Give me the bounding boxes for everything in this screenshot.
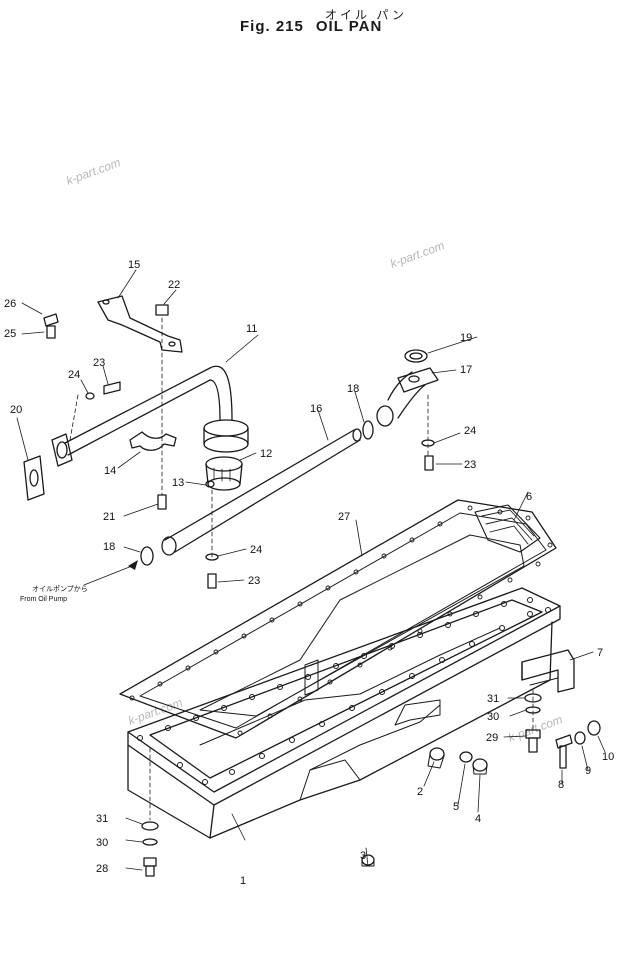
assembly-lines [69, 317, 534, 821]
flow-arrow [128, 560, 138, 570]
part-label: 26 [4, 298, 16, 310]
part-label: 21 [103, 511, 115, 523]
part-label: 2 [417, 786, 423, 798]
part-label: 7 [597, 647, 603, 659]
part-label: 30 [96, 837, 108, 849]
part-label: 19 [460, 332, 472, 344]
small-hardware [43, 304, 435, 589]
figure-number: Fig. 215 [240, 18, 304, 35]
part-label: 17 [460, 364, 472, 376]
part-label: 14 [104, 465, 116, 477]
part-labels: 1 2 3 4 5 6 7 8 9 10 11 12 13 14 15 16 1… [4, 259, 614, 887]
part-label: 11 [246, 323, 257, 335]
figure-title: Fig. 215 OIL PAN [240, 18, 382, 35]
part-label: 9 [585, 765, 591, 777]
figure-title-japanese: オイル パン [325, 8, 407, 22]
figure-name: OIL PAN [315, 18, 383, 35]
o-rings [140, 349, 428, 566]
note-english: From Oil Pump [20, 596, 67, 603]
oil-pan [127, 587, 561, 839]
part-label: 24 [68, 369, 80, 381]
part-label: 22 [168, 279, 180, 291]
flow-arrow-line [83, 565, 133, 586]
part-label: 30 [487, 711, 499, 723]
plate [474, 504, 541, 553]
clamp [129, 431, 177, 451]
part-label: 25 [4, 328, 16, 340]
part-label: 31 [96, 813, 108, 825]
part-label: 18 [103, 541, 115, 553]
drain-plugs [361, 747, 488, 867]
part-label: 29 [486, 732, 498, 744]
part-label: 24 [250, 544, 262, 556]
bolts-and-washers [141, 693, 601, 877]
part-label: 18 [347, 383, 359, 395]
part-label: 27 [338, 511, 350, 523]
part-label: 31 [487, 693, 499, 705]
part-label: 4 [475, 813, 481, 825]
support-bracket [97, 295, 183, 353]
flange-gasket [23, 455, 45, 501]
watermark: k-part.com [64, 155, 122, 188]
part-label: 16 [310, 403, 322, 415]
part-label: 12 [260, 448, 272, 460]
part-label: 6 [526, 491, 532, 503]
part-label: 1 [240, 875, 246, 887]
part-label: 23 [248, 575, 260, 587]
part-label: 13 [172, 477, 184, 489]
part-label: 28 [96, 863, 108, 875]
oil-pan-gasket [119, 499, 557, 739]
tube [161, 428, 362, 556]
part-label: 8 [558, 779, 564, 791]
part-label: 23 [464, 459, 476, 471]
bracket [521, 649, 575, 693]
strainer [205, 456, 243, 491]
part-label: 20 [10, 404, 22, 416]
elbow [376, 367, 439, 427]
part-label: 5 [453, 801, 459, 813]
part-label: 23 [93, 357, 105, 369]
part-label: 15 [128, 259, 140, 271]
suction-tube [51, 365, 249, 467]
part-label: 24 [464, 425, 476, 437]
watermark: k-part.com [388, 238, 446, 271]
part-label: 3 [360, 850, 366, 862]
note-japanese: オイルポンプから [32, 585, 88, 593]
part-label: 10 [602, 751, 614, 763]
leader-lines [16, 269, 606, 871]
